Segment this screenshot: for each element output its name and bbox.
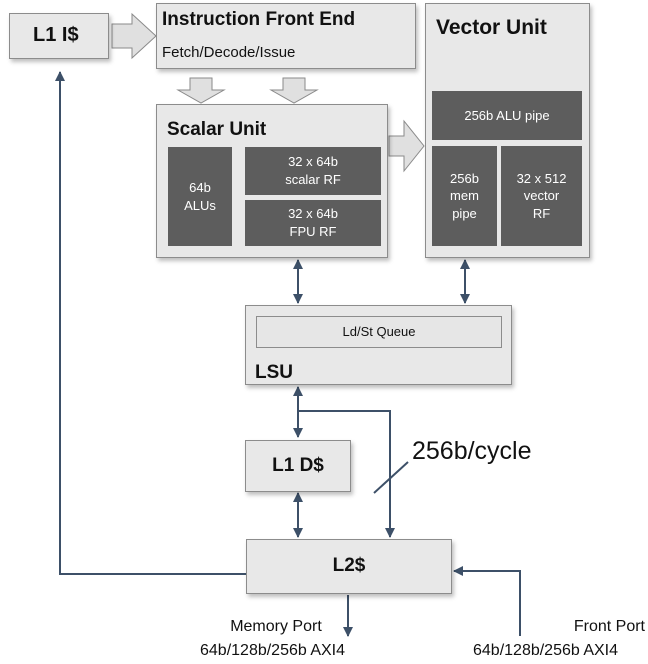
lsu-title: LSU bbox=[255, 362, 293, 383]
memory-port-spec: 64b/128b/256b AXI4 bbox=[200, 642, 346, 659]
bandwidth-label: 256b/cycle bbox=[412, 437, 532, 465]
ld-st-queue-label: Ld/St Queue bbox=[342, 324, 416, 339]
vector-mem-pipe: 256b mem pipe bbox=[432, 146, 497, 246]
l2-cache-block bbox=[246, 539, 452, 594]
l1-dcache-label: L1 D$ bbox=[272, 455, 324, 476]
front-port-l2-link bbox=[453, 566, 521, 636]
frontend-to-scalar-arrow-left bbox=[176, 77, 226, 104]
l2-to-l1i-line bbox=[55, 71, 246, 575]
scalar-unit-title: Scalar Unit bbox=[167, 119, 267, 140]
instruction-front-end-block bbox=[156, 3, 416, 69]
vector-unit-title: Vector Unit bbox=[436, 16, 547, 39]
lsu-l2-bypass-line bbox=[298, 410, 395, 538]
l1i-to-frontend-arrow bbox=[111, 12, 157, 60]
front-end-subtitle: Fetch/Decode/Issue bbox=[162, 44, 296, 61]
vector-register-file: 32 x 512 vector RF bbox=[501, 146, 582, 246]
l1-dcache-block bbox=[245, 440, 351, 492]
ld-st-queue bbox=[256, 316, 502, 348]
front-port-name: Front Port bbox=[573, 618, 645, 635]
l2-cache-label: L2$ bbox=[332, 555, 366, 576]
frontend-to-scalar-arrow-right bbox=[269, 77, 319, 104]
l1-icache-label: L1 I$ bbox=[33, 24, 79, 46]
fpu-register-file: 32 x 64b FPU RF bbox=[245, 200, 381, 246]
front-end-title: Instruction Front End bbox=[162, 9, 356, 30]
l1-icache-block bbox=[9, 13, 109, 59]
memory-port-name: Memory Port bbox=[230, 618, 322, 635]
scalar-to-vector-arrow bbox=[388, 119, 425, 173]
scalar-alus: 64b ALUs bbox=[168, 147, 232, 246]
vector-alu-pipe: 256b ALU pipe bbox=[432, 91, 582, 140]
front-port-spec: 64b/128b/256b AXI4 bbox=[473, 642, 619, 659]
bandwidth-slash bbox=[373, 461, 409, 494]
scalar-register-file: 32 x 64b scalar RF bbox=[245, 147, 381, 195]
